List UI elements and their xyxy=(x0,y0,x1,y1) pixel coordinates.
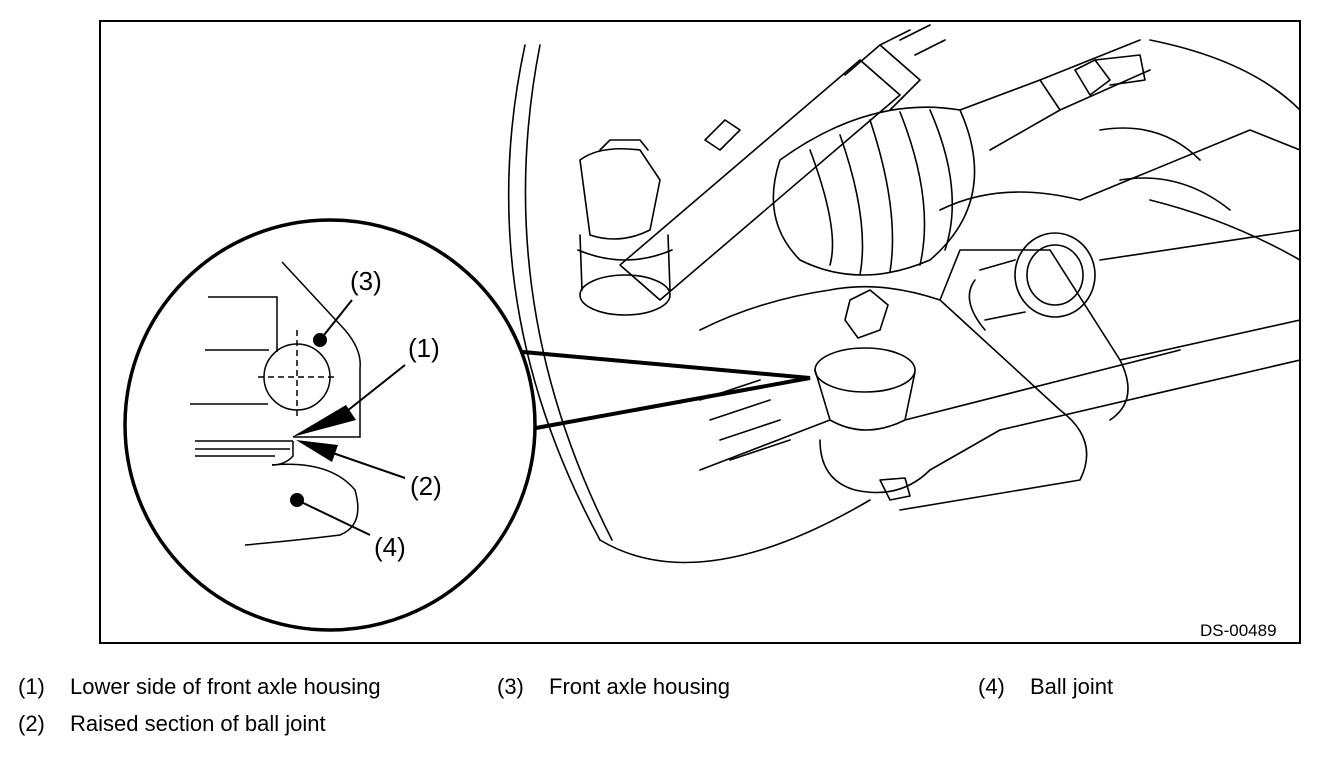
legend-item-1: (1) Lower side of front axle housing xyxy=(18,674,381,700)
callout-leader-2 xyxy=(329,451,406,479)
legend-text: Raised section of ball joint xyxy=(70,711,326,736)
callout-label-4: (4) xyxy=(374,532,406,562)
legend-item-3: (3) Front axle housing xyxy=(497,674,730,700)
magnifier-leader-lines xyxy=(511,349,811,432)
callout-arrowhead-2 xyxy=(296,440,338,462)
legend-item-2: (2) Raised section of ball joint xyxy=(18,711,326,737)
callout-leader-4 xyxy=(296,499,371,536)
legend-text: Ball joint xyxy=(1030,674,1114,699)
callout-arrowhead-1 xyxy=(292,405,356,437)
figure-id: DS-00489 xyxy=(1200,621,1277,640)
detail-view xyxy=(190,261,361,546)
legend-number: (4) xyxy=(978,674,1005,699)
legend-number: (1) xyxy=(18,674,45,699)
legend-text: Front axle housing xyxy=(549,674,730,699)
legend-number: (2) xyxy=(18,711,45,736)
callout-label-1: (1) xyxy=(408,333,440,363)
callout-markers xyxy=(290,299,406,536)
callout-leader-3 xyxy=(319,299,353,341)
technical-illustration: (3) (1) (2) (4) DS-00489 xyxy=(99,20,1301,644)
callout-label-2: (2) xyxy=(410,471,442,501)
legend-item-4: (4) Ball joint xyxy=(978,674,1113,700)
suspension-assembly-drawing xyxy=(507,24,1300,564)
legend-number: (3) xyxy=(497,674,524,699)
callout-leader-1 xyxy=(341,364,406,416)
legend-text: Lower side of front axle housing xyxy=(70,674,381,699)
callout-label-3: (3) xyxy=(350,266,382,296)
